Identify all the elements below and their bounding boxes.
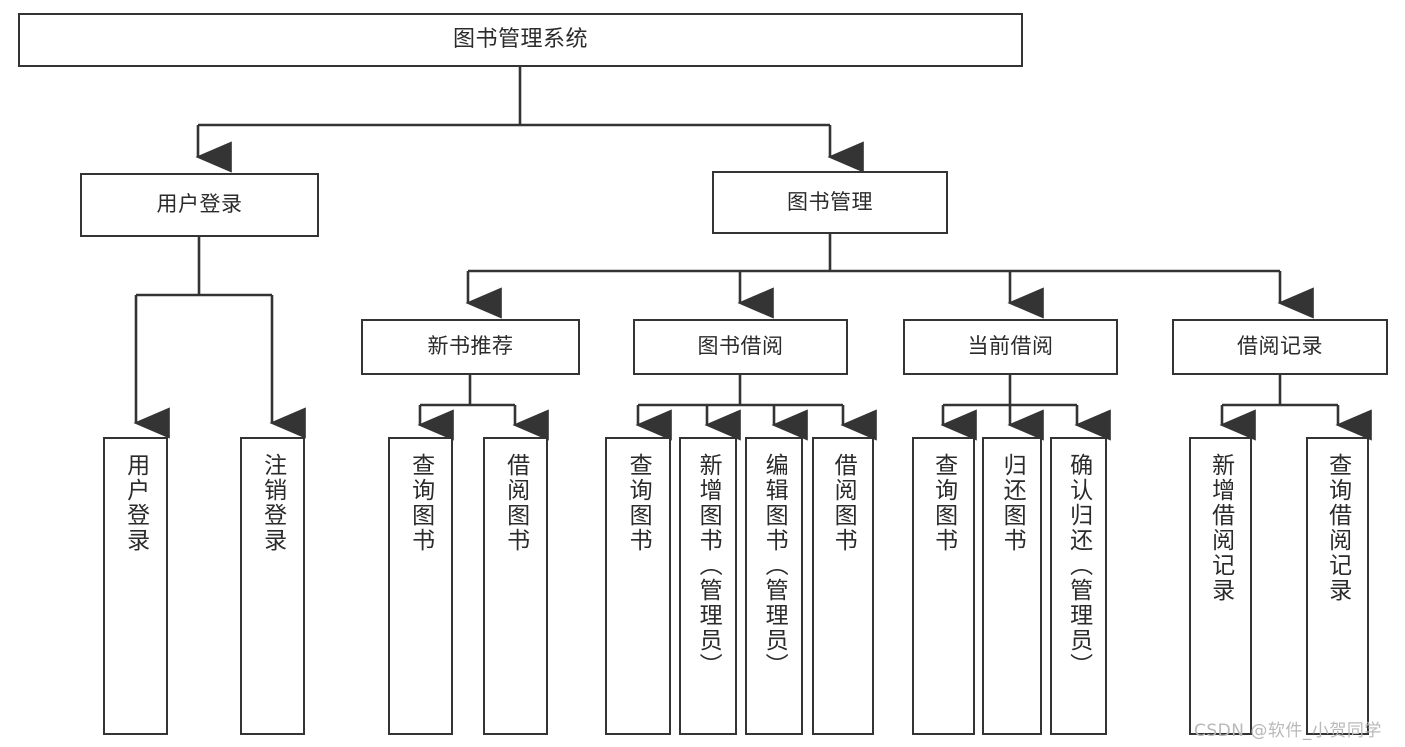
leaf-label: 新增借阅记录 <box>1207 453 1234 603</box>
leaf-label: 编辑图书（管理员） <box>761 453 788 678</box>
leaf-label: 查询图书 <box>625 453 652 553</box>
node-current-borrow-label: 当前借阅 <box>967 334 1054 359</box>
node-book-borrow[interactable]: 图书借阅 <box>633 319 848 375</box>
leaf-borrow-query-book[interactable]: 查询图书 <box>605 437 671 735</box>
node-current-borrow[interactable]: 当前借阅 <box>903 319 1118 375</box>
leaf-user-login-login[interactable]: 用户登录 <box>103 437 168 735</box>
leaf-label: 借阅图书 <box>502 453 529 553</box>
leaf-label: 注销登录 <box>259 453 286 553</box>
leaf-borrow-edit-book-admin[interactable]: 编辑图书（管理员） <box>745 437 803 735</box>
leaf-record-query-record[interactable]: 查询借阅记录 <box>1306 437 1369 735</box>
leaf-current-confirm-return-admin[interactable]: 确认归还（管理员） <box>1050 437 1107 735</box>
node-user-login-label: 用户登录 <box>156 192 243 217</box>
node-new-book-recommend[interactable]: 新书推荐 <box>361 319 580 375</box>
node-book-management-label: 图书管理 <box>787 189 873 214</box>
leaf-user-login-logout[interactable]: 注销登录 <box>240 437 305 735</box>
node-user-login[interactable]: 用户登录 <box>80 173 319 237</box>
leaf-label: 借阅图书 <box>830 453 857 553</box>
watermark-csdn: CSDN @软件_小贺同学 <box>1194 721 1382 741</box>
node-root[interactable]: 图书管理系统 <box>18 13 1023 67</box>
leaf-label: 新增图书（管理员） <box>695 453 722 678</box>
leaf-label: 归还图书 <box>999 453 1026 553</box>
leaf-current-return-book[interactable]: 归还图书 <box>982 437 1042 735</box>
leaf-recommend-borrow-book[interactable]: 借阅图书 <box>483 437 548 735</box>
leaf-recommend-query-book[interactable]: 查询图书 <box>388 437 453 735</box>
leaf-record-add-record[interactable]: 新增借阅记录 <box>1189 437 1252 735</box>
leaf-label: 查询图书 <box>930 453 957 553</box>
node-new-book-recommend-label: 新书推荐 <box>427 334 514 359</box>
leaf-borrow-borrow-book[interactable]: 借阅图书 <box>812 437 874 735</box>
leaf-label: 用户登录 <box>122 453 149 553</box>
node-borrow-record[interactable]: 借阅记录 <box>1172 319 1388 375</box>
leaf-label: 确认归还（管理员） <box>1065 453 1092 678</box>
node-book-management[interactable]: 图书管理 <box>712 171 948 234</box>
node-borrow-record-label: 借阅记录 <box>1237 334 1323 359</box>
leaf-current-query-book[interactable]: 查询图书 <box>912 437 975 735</box>
leaf-label: 查询图书 <box>407 453 434 553</box>
leaf-label: 查询借阅记录 <box>1324 453 1351 603</box>
node-book-borrow-label: 图书借阅 <box>697 334 784 359</box>
leaf-borrow-add-book-admin[interactable]: 新增图书（管理员） <box>679 437 737 735</box>
node-root-label: 图书管理系统 <box>452 26 588 52</box>
